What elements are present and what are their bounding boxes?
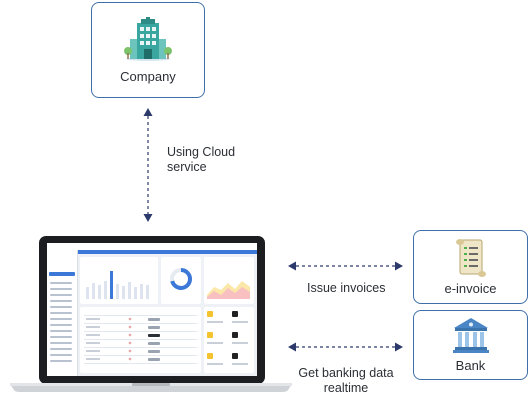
screen-bar-panel — [80, 257, 158, 304]
bank-building-icon — [452, 318, 489, 353]
screen-sidebar-item — [50, 288, 72, 290]
arrowhead-down-icon — [143, 214, 153, 222]
screen-area-panel — [204, 257, 254, 304]
screen-sidebar-item — [50, 360, 72, 362]
screen-sidebar-item — [50, 300, 72, 302]
screen-mini-area-chart — [207, 281, 250, 299]
company-label: Company — [120, 69, 176, 84]
screen-tabbar — [77, 250, 257, 254]
issue-invoices-label: Issue invoices — [307, 281, 386, 295]
screen-sidebar-active-item — [49, 272, 75, 276]
screen-sidebar-item — [50, 354, 72, 356]
arrowhead-left-icon — [288, 261, 296, 271]
einvoice-node: e-invoice — [413, 230, 528, 304]
arrowhead-left-icon — [288, 342, 296, 352]
screen-sidebar-item — [50, 342, 72, 344]
screen-sidebar-item — [50, 282, 72, 284]
banking-connector — [288, 342, 403, 352]
screen-sidebar-item — [50, 318, 72, 320]
banking-label-line1: Get banking data — [298, 366, 394, 380]
screen-donut-panel — [161, 257, 201, 304]
receipt-scroll-icon — [455, 239, 486, 277]
arrowhead-up-icon — [143, 108, 153, 116]
einvoice-label: e-invoice — [444, 281, 497, 296]
screen-sidebar-item — [50, 294, 72, 296]
screen-mini-table — [84, 315, 197, 364]
laptop-screen — [47, 243, 257, 376]
screen-sidebar — [47, 250, 78, 376]
banking-data-label: Get banking data realtime — [296, 366, 396, 396]
issue-connector — [288, 261, 403, 271]
arrowhead-right-icon — [395, 261, 403, 271]
cloud-label-line1: Using Cloud — [167, 145, 236, 159]
screen-mini-bar-chart — [86, 271, 149, 299]
screen-mini-cards — [207, 311, 248, 365]
screen-sidebar-item — [50, 312, 72, 314]
screen-sidebar-item — [50, 330, 72, 332]
screen-mini-donut-chart — [170, 268, 192, 290]
office-building-icon — [124, 17, 172, 61]
company-node: Company — [91, 2, 205, 98]
cloud-label-line2: service — [167, 160, 207, 174]
arrowhead-right-icon — [395, 342, 403, 352]
bank-label: Bank — [455, 358, 486, 373]
screen-sidebar-item — [50, 306, 72, 308]
screen-sidebar-item — [50, 348, 72, 350]
cloud-service-label: Using Cloud service — [167, 145, 235, 175]
banking-label-line2: realtime — [323, 381, 369, 395]
cloud-connector — [143, 108, 153, 222]
screen-sidebar-item — [50, 324, 72, 326]
screen-table-panel — [80, 307, 201, 373]
screen-cards-panel — [204, 307, 254, 373]
screen-sidebar-item — [50, 336, 72, 338]
bank-node: Bank — [413, 310, 528, 380]
